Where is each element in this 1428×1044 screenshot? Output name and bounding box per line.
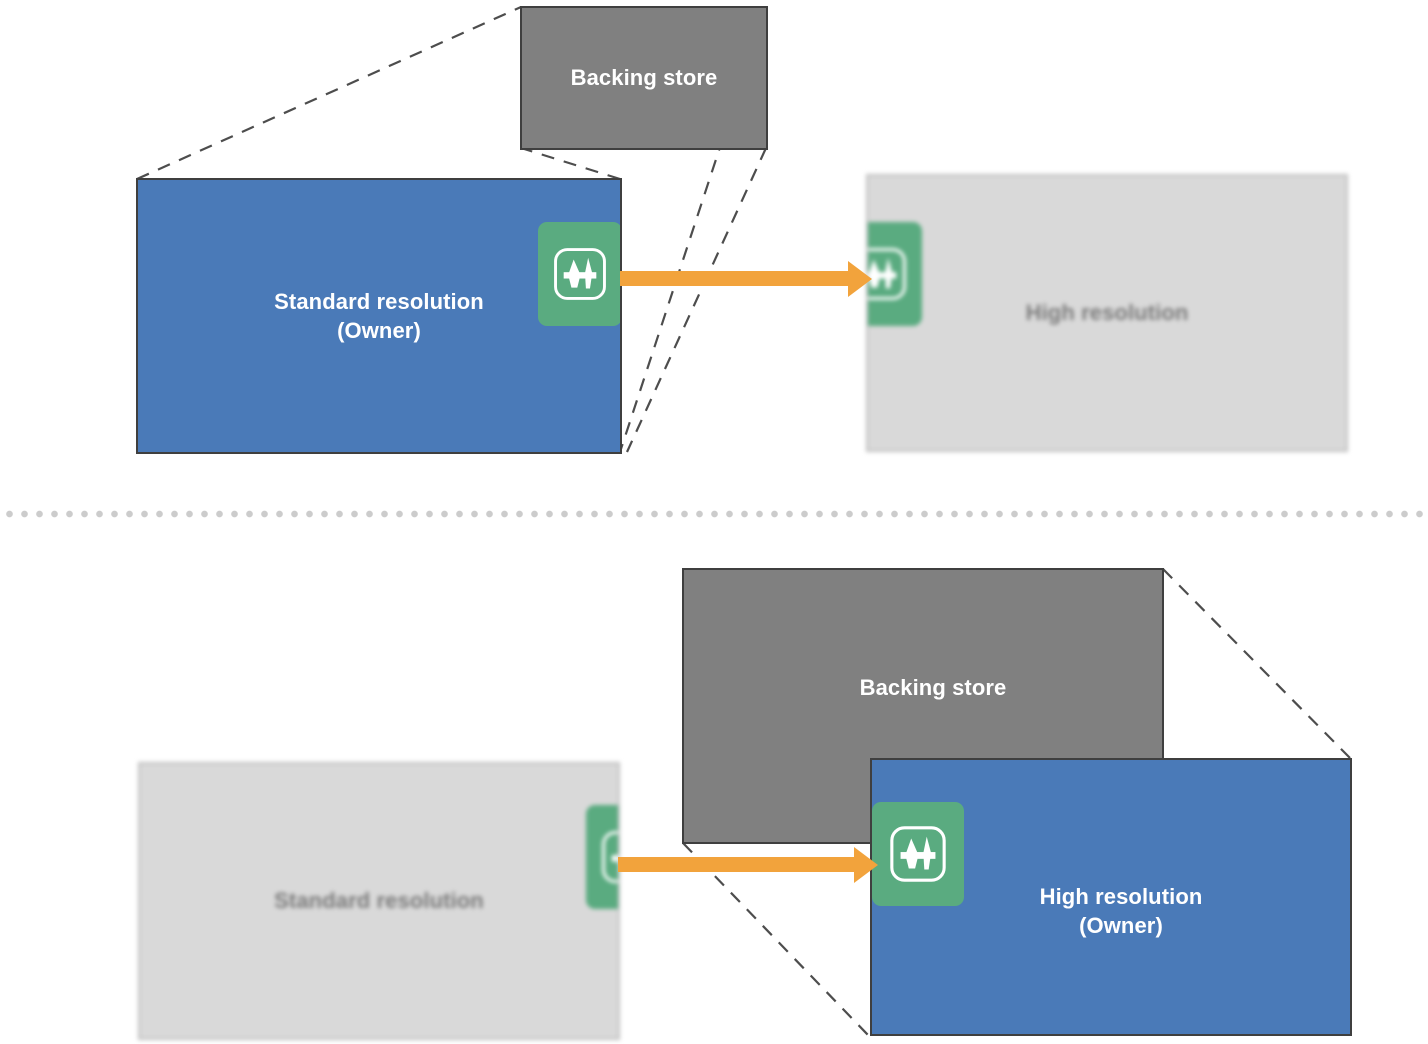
scale-arrow-top [620, 261, 873, 297]
high-resolution-box-top: High resolution [866, 174, 1348, 452]
app-store-icon-target-bottom [872, 802, 964, 906]
standard-resolution-box-bottom: Standard resolution [138, 762, 620, 1040]
app-store-icon-source-top [538, 222, 620, 326]
scale-arrow-head-top [848, 261, 872, 297]
scale-arrow-shaft-bottom [618, 857, 856, 872]
high-resolution-label-top: High resolution [1025, 300, 1189, 326]
backing-store-label-top: Backing store [570, 65, 718, 91]
backing-store-box-top: Backing store [520, 6, 768, 150]
app-store-glyph [554, 248, 606, 300]
app-store-glyph [868, 248, 906, 300]
scale-arrow-bottom [618, 847, 878, 883]
app-store-icon-target-top [868, 222, 922, 326]
dotted-section-divider [0, 510, 1428, 518]
standard-resolution-label-bottom: Standard resolution [274, 888, 484, 914]
app-icon-clip-source-top [538, 222, 620, 326]
app-store-icon-source-bottom [586, 805, 618, 909]
standard-resolution-owner-label: Standard resolution (Owner) [274, 288, 484, 343]
backing-store-label-bottom: Backing store [859, 675, 1007, 701]
app-store-glyph [890, 826, 946, 882]
high-resolution-owner-label: High resolution (Owner) [1039, 883, 1203, 938]
scale-arrow-head-bottom [854, 847, 878, 883]
scale-arrow-shaft-top [620, 271, 850, 286]
app-store-glyph [602, 831, 618, 883]
app-icon-clip-source-bottom [586, 805, 618, 909]
app-icon-clip-target-top [868, 222, 922, 326]
